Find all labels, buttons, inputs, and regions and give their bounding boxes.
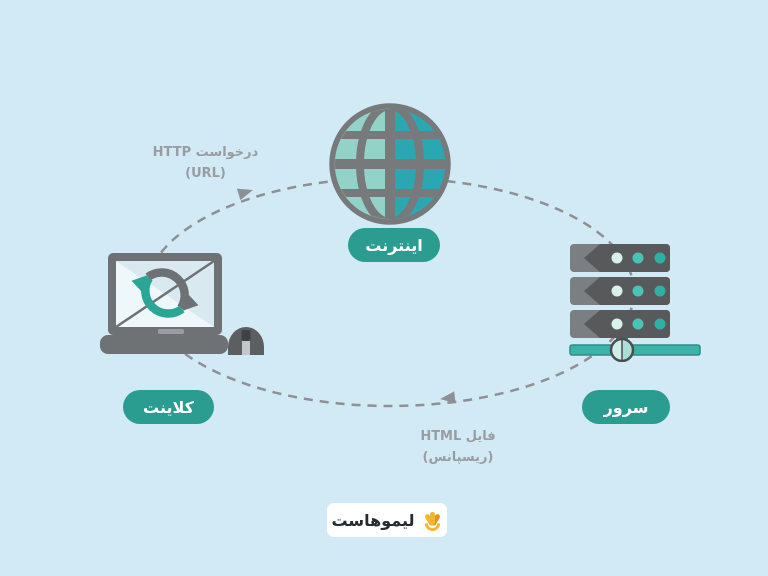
logo: لیموهاست (327, 503, 447, 537)
request-annotation: درخواست HTTP (URL) (138, 143, 273, 185)
request-annotation-line1: درخواست HTTP (152, 145, 259, 160)
lemon-icon (424, 511, 440, 531)
request-annotation-line2: (URL) (185, 165, 226, 181)
client-label: کلاینت (123, 390, 214, 424)
laptop-icon (100, 253, 264, 355)
client-label-text: کلاینت (143, 397, 194, 417)
globe-icon (329, 103, 451, 225)
mouse-icon (228, 327, 264, 355)
response-annotation-line1: فایل HTML (420, 429, 496, 444)
response-annotation-line2: (ریسپانس) (422, 449, 494, 465)
internet-label: اینترنت (348, 228, 440, 262)
server-unit (570, 310, 670, 338)
response-annotation: فایل HTML (ریسپانس) (393, 427, 523, 469)
logo-text: لیموهاست (331, 510, 415, 530)
server-label-text: سرور (603, 397, 649, 417)
server-rack-icon (569, 244, 701, 362)
server-unit (570, 244, 670, 272)
server-unit (570, 277, 670, 305)
internet-label-text: اینترنت (365, 235, 423, 255)
request-arrow-icon (236, 188, 253, 201)
response-arrow-icon (440, 391, 456, 404)
network-node-icon (609, 337, 635, 362)
refresh-icon (131, 268, 199, 318)
server-label: سرور (582, 390, 670, 424)
